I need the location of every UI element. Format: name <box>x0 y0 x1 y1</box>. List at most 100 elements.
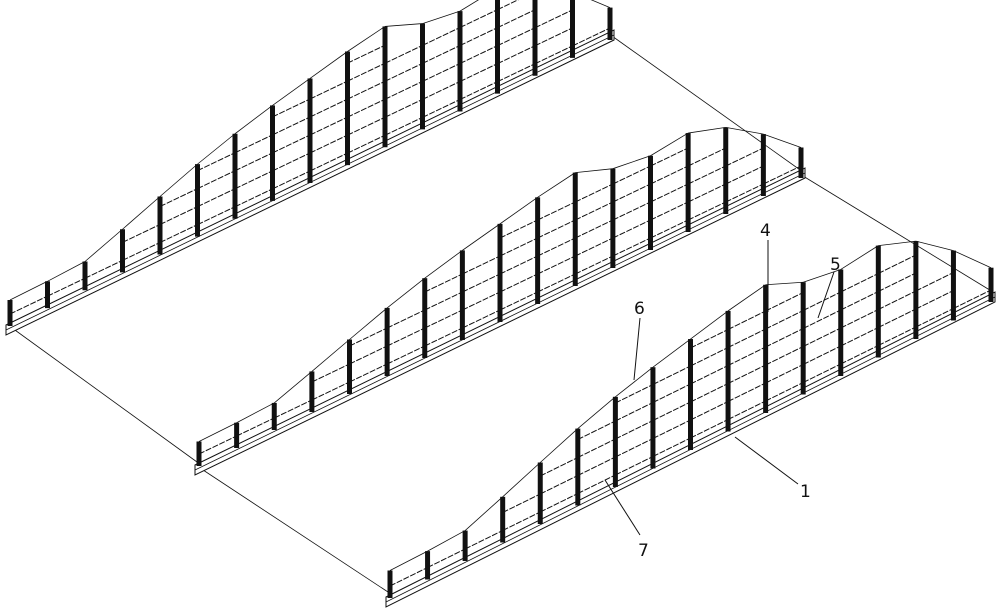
wire <box>765 346 804 366</box>
leader-line-7 <box>604 479 641 536</box>
top-wire <box>198 422 237 442</box>
wire <box>540 457 579 477</box>
fence-post <box>500 496 506 543</box>
top-wire <box>590 0 611 8</box>
top-wire <box>615 366 654 398</box>
wire <box>915 272 954 292</box>
wire <box>84 259 123 279</box>
connector-line <box>196 465 389 593</box>
wire <box>502 511 541 531</box>
wire <box>690 329 729 349</box>
wire <box>802 345 841 365</box>
wire <box>272 134 311 154</box>
wire <box>953 289 992 309</box>
fence-post <box>497 223 503 322</box>
wire <box>915 290 954 310</box>
wire <box>349 345 388 365</box>
callout-1: 1 <box>800 482 811 502</box>
wire <box>462 273 501 293</box>
fence-post <box>422 278 428 358</box>
top-wire <box>575 168 613 174</box>
fence-post <box>309 371 315 412</box>
wire <box>540 493 579 513</box>
top-wire <box>159 163 198 197</box>
wire <box>274 399 313 419</box>
wire <box>878 308 917 328</box>
wire <box>309 116 348 136</box>
fence-post <box>157 196 163 255</box>
top-wire <box>539 428 579 463</box>
wire <box>765 328 804 348</box>
fence-post <box>459 250 465 340</box>
top-wire <box>197 133 236 165</box>
fence-post <box>875 245 881 358</box>
wire <box>725 183 764 203</box>
wire <box>234 188 273 208</box>
wire <box>384 116 423 136</box>
wire <box>802 291 841 311</box>
wire <box>650 165 689 185</box>
wire <box>272 170 311 190</box>
top-wire <box>311 339 350 372</box>
wire <box>499 255 538 275</box>
leader-line-5 <box>817 271 835 319</box>
top-wire <box>462 223 501 251</box>
wire <box>427 548 466 568</box>
wire <box>652 365 691 385</box>
top-wire <box>612 155 651 170</box>
wire <box>234 152 273 172</box>
fence-post <box>612 396 618 487</box>
wire <box>650 183 689 203</box>
fence-post <box>572 172 578 286</box>
wire <box>459 45 498 64</box>
wire <box>687 183 726 203</box>
wire <box>540 475 579 495</box>
wire <box>687 201 726 221</box>
fence-post <box>988 267 994 302</box>
wire <box>389 567 428 587</box>
fence-1 <box>5 0 615 336</box>
leader-line-6 <box>633 317 641 381</box>
connector-line <box>802 175 994 293</box>
top-wire <box>464 496 503 531</box>
top-wire <box>878 240 916 247</box>
top-wire <box>386 277 425 309</box>
wire <box>725 165 764 185</box>
wire <box>690 347 729 367</box>
wire <box>577 438 616 458</box>
wire <box>384 80 423 100</box>
wire <box>878 254 917 274</box>
fence-post <box>196 441 202 466</box>
wire <box>652 383 691 403</box>
wire <box>612 201 651 221</box>
fence-post <box>648 155 653 250</box>
wire <box>687 165 726 185</box>
fence-post <box>82 261 88 291</box>
connector-line <box>611 35 804 173</box>
wire <box>612 237 651 257</box>
wire <box>727 310 766 330</box>
fence-post <box>270 105 275 201</box>
wire <box>650 147 689 167</box>
wire <box>652 401 691 421</box>
wire <box>309 80 348 100</box>
fence-post <box>913 241 919 339</box>
wire <box>690 401 729 421</box>
fence-post <box>425 551 431 580</box>
wire <box>727 328 766 348</box>
wire <box>612 219 651 239</box>
connector-line <box>7 324 198 463</box>
wire <box>840 291 879 311</box>
wire <box>386 327 425 347</box>
wire <box>386 309 425 329</box>
fence-post <box>570 0 575 58</box>
top-wire <box>389 550 428 571</box>
top-wire <box>384 23 423 27</box>
wire <box>497 0 519 11</box>
fence-post <box>232 133 238 219</box>
wire <box>652 437 691 457</box>
wire <box>727 346 766 366</box>
top-wire <box>349 307 388 340</box>
fence-post <box>532 0 538 76</box>
wire <box>878 272 917 292</box>
